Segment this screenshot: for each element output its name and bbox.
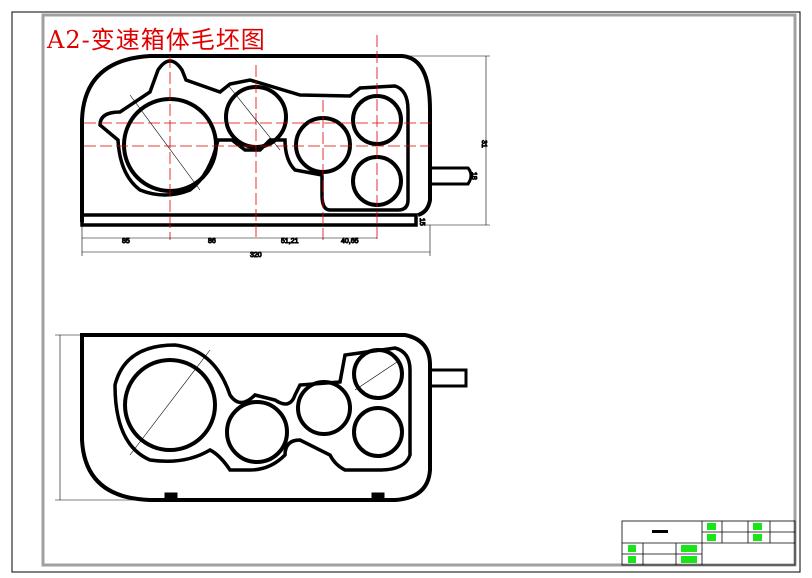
drawing-frame (41, 13, 797, 567)
top-view: 85 86 51,21 40,65 320 31 15 18 (80, 35, 490, 260)
title-block (621, 520, 796, 566)
centerlines (84, 35, 430, 240)
dim-label: 31 (480, 140, 487, 148)
dim-label: 320 (250, 252, 262, 259)
bottom-view (55, 333, 468, 502)
dim-label: 51,21 (281, 238, 299, 245)
bearing-bore-4 (351, 94, 403, 146)
dim-label: 40,65 (341, 238, 359, 245)
dim-label: 86 (208, 238, 216, 245)
dim-label: 18 (470, 172, 477, 180)
dim-label: 15 (418, 218, 425, 226)
drawing-title: A2-变速箱体毛坯图 (47, 26, 266, 54)
dim-label: 85 (122, 238, 130, 245)
sheet-border (11, 11, 801, 573)
